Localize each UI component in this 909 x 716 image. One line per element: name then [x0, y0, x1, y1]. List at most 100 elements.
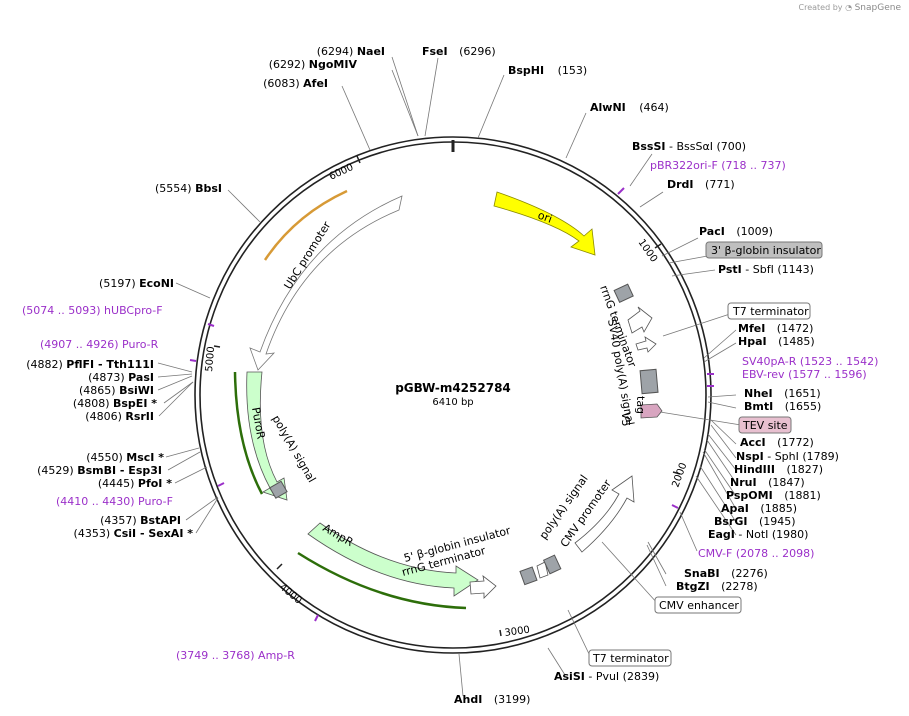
site-label[interactable]: BmtI (1655) [744, 400, 821, 413]
site-label[interactable]: DrdI (771) [667, 178, 735, 191]
tick-label: 5000 [204, 346, 217, 372]
site-label[interactable]: (4357) BstAPI [100, 514, 181, 527]
tev-site-feature[interactable] [640, 403, 663, 419]
site-label[interactable]: (4882) PflFI - Tth111I [26, 358, 154, 371]
cmv-polya-feature[interactable] [542, 554, 562, 575]
puror-feature[interactable] [246, 371, 288, 501]
box-cmv-enhancer[interactable] [654, 596, 742, 614]
site-label[interactable]: (4550) MscI * [86, 451, 164, 464]
site-label[interactable]: NspI - SphI (1789) [736, 450, 839, 463]
site-label[interactable]: BspHI (153) [508, 64, 587, 77]
sv40-polya-feature[interactable] [639, 368, 659, 395]
tag-label: tag [634, 396, 647, 414]
ubc-primer-line [263, 189, 348, 261]
site-label[interactable]: PstI - SbfI (1143) [718, 263, 814, 276]
credit-prefix: Created by [798, 3, 843, 12]
box-label: T7 terminator [732, 305, 809, 318]
site-label[interactable]: NheI (1651) [744, 387, 821, 400]
site-label[interactable]: (4873) PasI [88, 371, 154, 384]
boxed-labels: 3' β-globin insulator T7 terminator TEV … [588, 241, 823, 667]
site-label[interactable]: (4353) CsiI - SexAI * [74, 527, 194, 540]
ampr-feature[interactable] [307, 522, 479, 597]
site-label[interactable]: BtgZI (2278) [676, 580, 758, 593]
primer-label[interactable]: (4410 .. 4430) Puro-F [56, 495, 173, 508]
site-label[interactable]: (4808) BspEI * [73, 397, 157, 410]
site-label[interactable]: MfeI (1472) [738, 322, 813, 335]
site-label[interactable]: (6294) NaeI [317, 45, 385, 58]
box-3-beta-globin[interactable] [705, 241, 823, 259]
primer-label[interactable]: SV40pA-R (1523 .. 1542) [742, 355, 878, 368]
site-label[interactable]: (4445) PfoI * [98, 477, 172, 490]
site-label[interactable]: (6292) NgoMIV [269, 58, 358, 71]
site-label[interactable]: (4865) BsiWI [79, 384, 154, 397]
site-label[interactable]: HindIII (1827) [734, 463, 823, 476]
site-label[interactable]: AlwNI (464) [590, 101, 669, 114]
ori-feature[interactable] [493, 191, 596, 256]
site-label[interactable]: BssSI - BssSαI (700) [632, 140, 746, 153]
box-t7-terminator-right[interactable] [727, 302, 811, 320]
site-label[interactable]: (4806) RsrII [85, 410, 154, 423]
ampr-primer-line [297, 551, 467, 610]
puror-primer-line [233, 371, 264, 495]
polya-left-label: poly(A) signal [269, 413, 318, 485]
site-label[interactable]: PspOMI (1881) [726, 489, 821, 502]
ori-label: ori [536, 209, 554, 226]
site-label[interactable]: (5197) EcoNI [99, 277, 174, 290]
site-label[interactable]: PacI (1009) [699, 225, 773, 238]
tick-label: 3000 [504, 625, 531, 639]
site-label[interactable]: (4529) BsmBI - Esp3I [37, 464, 162, 477]
primer-labels: pBR322ori-F (718 .. 737) SV40pA-R (1523 … [22, 159, 878, 662]
snapgene-logo-icon: ◔ [845, 3, 853, 12]
primer-label[interactable]: EBV-rev (1577 .. 1596) [742, 368, 867, 381]
5-beta-globin-insulator-feature[interactable] [519, 566, 538, 586]
primer-ticks [189, 187, 714, 622]
cmv-promoter-feature[interactable] [574, 475, 635, 553]
rrng-terminator-right-feature[interactable] [627, 306, 653, 334]
rrng-terminator-bottom-feature[interactable] [469, 575, 497, 599]
site-label[interactable]: (6083) AfeI [263, 77, 328, 90]
site-label[interactable]: SnaBI (2276) [684, 567, 768, 580]
tick-label: 2000 [670, 461, 689, 489]
leader-lines [157, 56, 742, 697]
primer-label[interactable]: pBR322ori-F (718 .. 737) [650, 159, 786, 172]
tick-label: 1000 [636, 237, 660, 264]
backbone-outer [194, 136, 712, 654]
box-tev-site[interactable] [738, 416, 792, 434]
t7-terminator-bottom-feature[interactable] [536, 561, 549, 579]
site-label[interactable]: AhdI (3199) [454, 693, 530, 706]
snapgene-credit: Created by ◔ SnapGene [799, 3, 902, 13]
site-label[interactable]: HpaI (1485) [738, 335, 815, 348]
pbr-feature[interactable] [613, 283, 634, 303]
primer-label[interactable]: (5074 .. 5093) hUBCpro-F [22, 304, 163, 317]
ubc-promoter-feature[interactable] [249, 195, 403, 371]
site-label[interactable]: NruI (1847) [730, 476, 805, 489]
primer-label[interactable]: (3749 .. 3768) Amp-R [176, 649, 295, 662]
tick-label: 4000 [277, 582, 304, 607]
primer-label[interactable]: (4907 .. 4926) Puro-R [40, 338, 159, 351]
site-label[interactable]: ApaI (1885) [721, 502, 797, 515]
site-label[interactable]: (5554) BbsI [155, 182, 222, 195]
tick-marks [213, 155, 681, 637]
box-label: CMV enhancer [659, 599, 739, 612]
primer-label[interactable]: CMV-F (2078 .. 2098) [698, 547, 814, 560]
plasmid-length: 6410 bp [432, 397, 473, 408]
box-label: TEV site [742, 419, 788, 432]
sv40-polya-label: SV40 poly(A) signal [605, 318, 636, 426]
site-label[interactable]: AsiSI - PvuI (2839) [554, 670, 659, 683]
site-label[interactable]: EagI - NotI (1980) [708, 528, 808, 541]
box-t7-terminator-bottom[interactable] [588, 649, 672, 667]
site-label[interactable]: BsrGI (1945) [714, 515, 796, 528]
polya-left-feature[interactable] [269, 480, 288, 499]
box-label: 3' β-globin insulator [711, 244, 821, 257]
credit-brand: SnapGene [854, 3, 901, 13]
puror-label: PuroR [249, 406, 267, 440]
tick-label: 6000 [328, 162, 356, 183]
restriction-sites: (6294) NaeI (6292) NgoMIV (6083) AfeI Fs… [26, 45, 839, 706]
t7-terminator-right-feature[interactable] [635, 336, 657, 353]
plasmid-name: pGBW-m4252784 [395, 381, 511, 395]
v5-label: V5 [619, 412, 632, 427]
site-label[interactable]: FseI (6296) [422, 45, 496, 58]
site-label[interactable]: AccI (1772) [740, 436, 814, 449]
box-label: T7 terminator [592, 652, 669, 665]
